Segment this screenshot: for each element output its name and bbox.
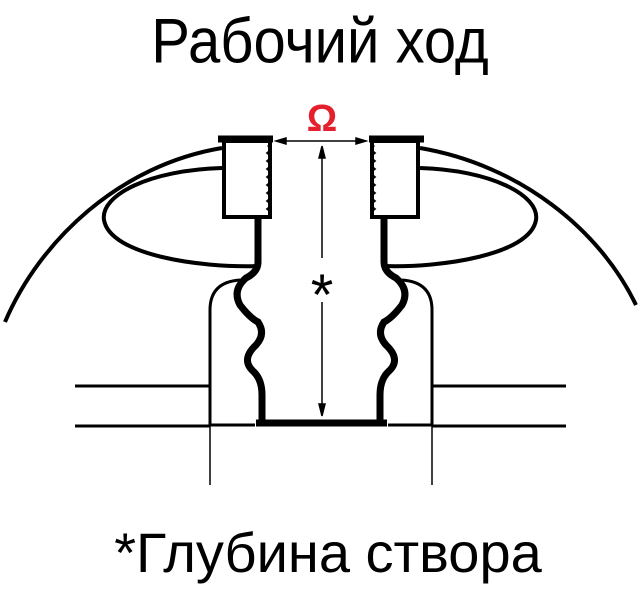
depth-asterisk: * bbox=[311, 263, 334, 328]
sheet-plates bbox=[75, 278, 566, 485]
outer-curved-line bbox=[3, 146, 223, 323]
right-bulb bbox=[383, 166, 539, 269]
outer-curved-line-right bbox=[419, 146, 638, 306]
grip-omega-label: Ω bbox=[307, 98, 337, 140]
rivet-shank-right bbox=[376, 217, 409, 423]
footnote-depth: *Глубина створа bbox=[114, 521, 542, 584]
rivet-head bbox=[218, 135, 424, 219]
left-bulb bbox=[101, 166, 259, 269]
diagram-title: Рабочий ход bbox=[151, 6, 489, 77]
grip-dimension-arrow bbox=[273, 136, 369, 146]
rivet-shank-left bbox=[233, 217, 266, 423]
depth-dimension-arrow bbox=[318, 145, 326, 417]
